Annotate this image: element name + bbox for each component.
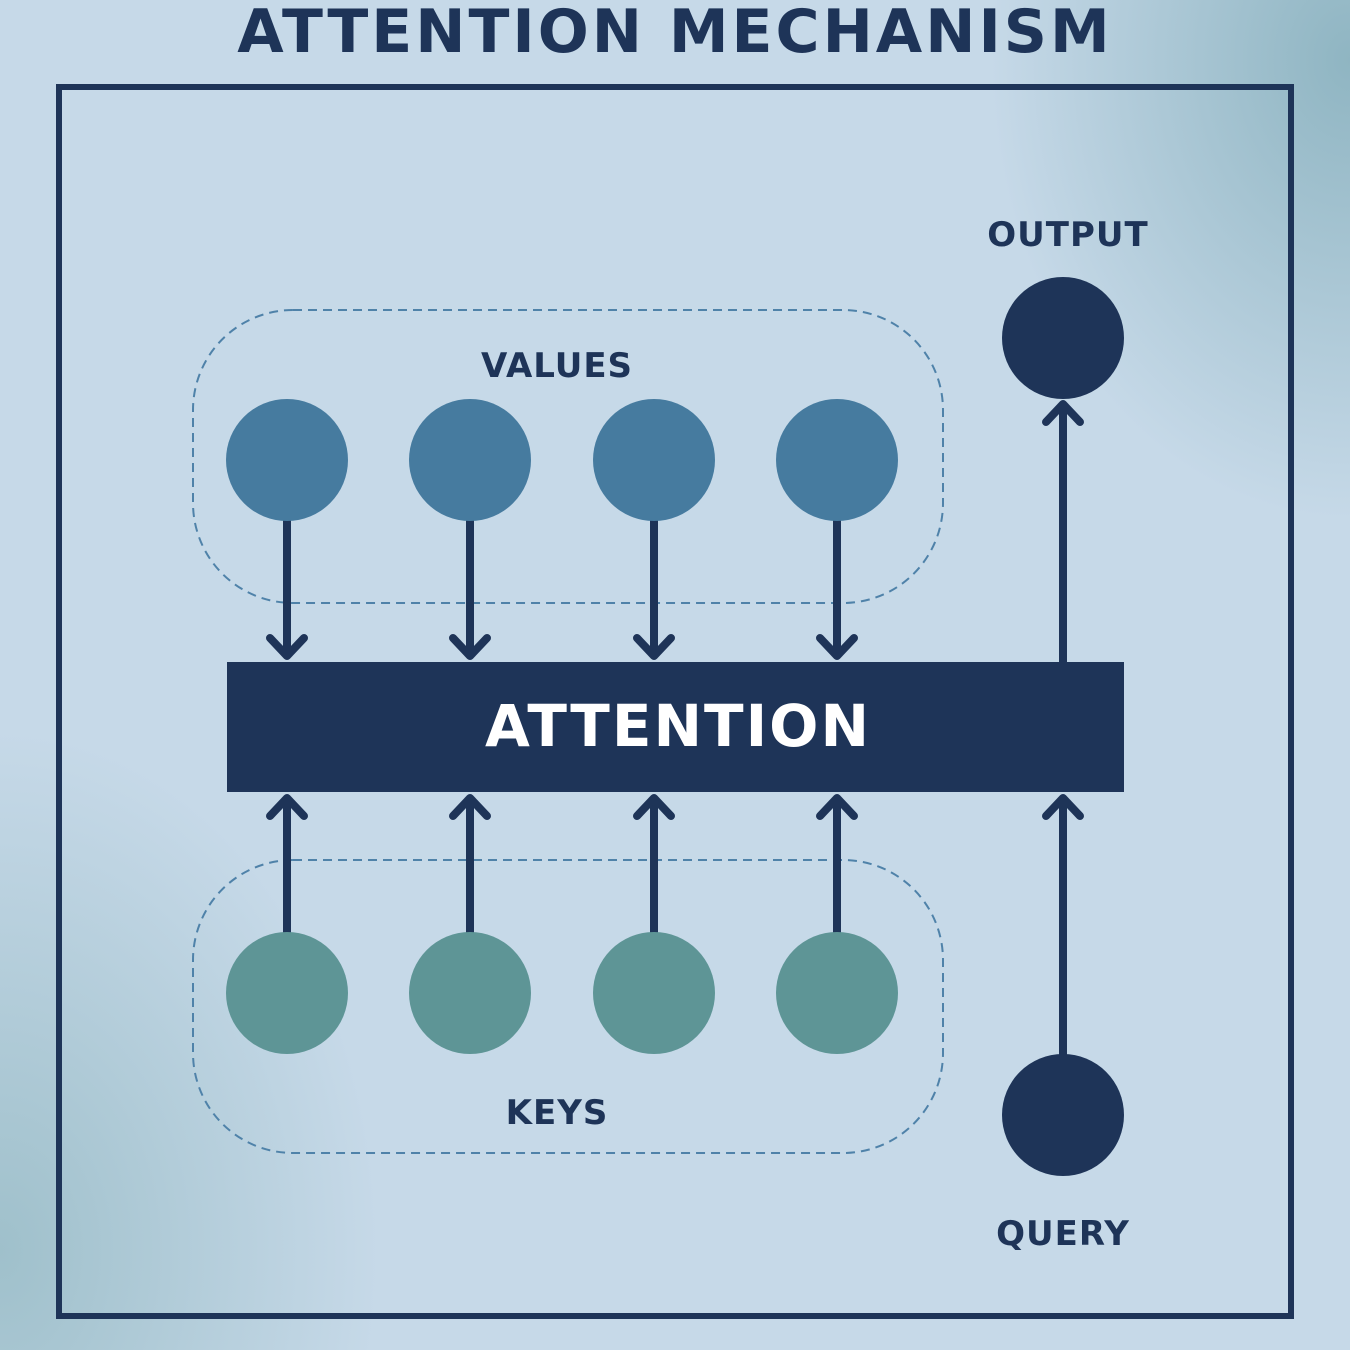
arrowhead-icon <box>449 634 491 660</box>
attention-block <box>227 662 1124 792</box>
key-node <box>409 932 531 1054</box>
values-group-border <box>192 309 944 604</box>
arrowhead-icon <box>1042 400 1084 426</box>
value-node <box>409 399 531 521</box>
outer-frame <box>56 84 1294 1319</box>
key-node <box>226 932 348 1054</box>
keys-group-border <box>192 859 944 1154</box>
query-label: QUERY <box>996 1214 1130 1254</box>
value-node <box>776 399 898 521</box>
arrowhead-icon <box>633 794 675 820</box>
values-label: VALUES <box>481 346 633 386</box>
arrowhead-icon <box>816 634 858 660</box>
value-node <box>593 399 715 521</box>
arrowhead-icon <box>1042 794 1084 820</box>
value-nodes <box>226 399 898 521</box>
diagram-title: ATTENTION MECHANISM <box>237 0 1113 67</box>
attention-label: ATTENTION <box>485 692 871 760</box>
key-arrows <box>266 794 858 933</box>
arrowhead-icon <box>449 794 491 820</box>
value-arrows <box>266 520 858 660</box>
output-node <box>1002 277 1124 399</box>
arrowhead-icon <box>266 634 308 660</box>
arrowhead-icon <box>633 634 675 660</box>
key-nodes <box>226 932 898 1054</box>
keys-label: KEYS <box>506 1093 609 1133</box>
key-node <box>776 932 898 1054</box>
value-node <box>226 399 348 521</box>
arrowhead-icon <box>266 794 308 820</box>
output-label: OUTPUT <box>987 215 1148 255</box>
query-node <box>1002 1054 1124 1176</box>
arrowhead-icon <box>816 794 858 820</box>
key-node <box>593 932 715 1054</box>
